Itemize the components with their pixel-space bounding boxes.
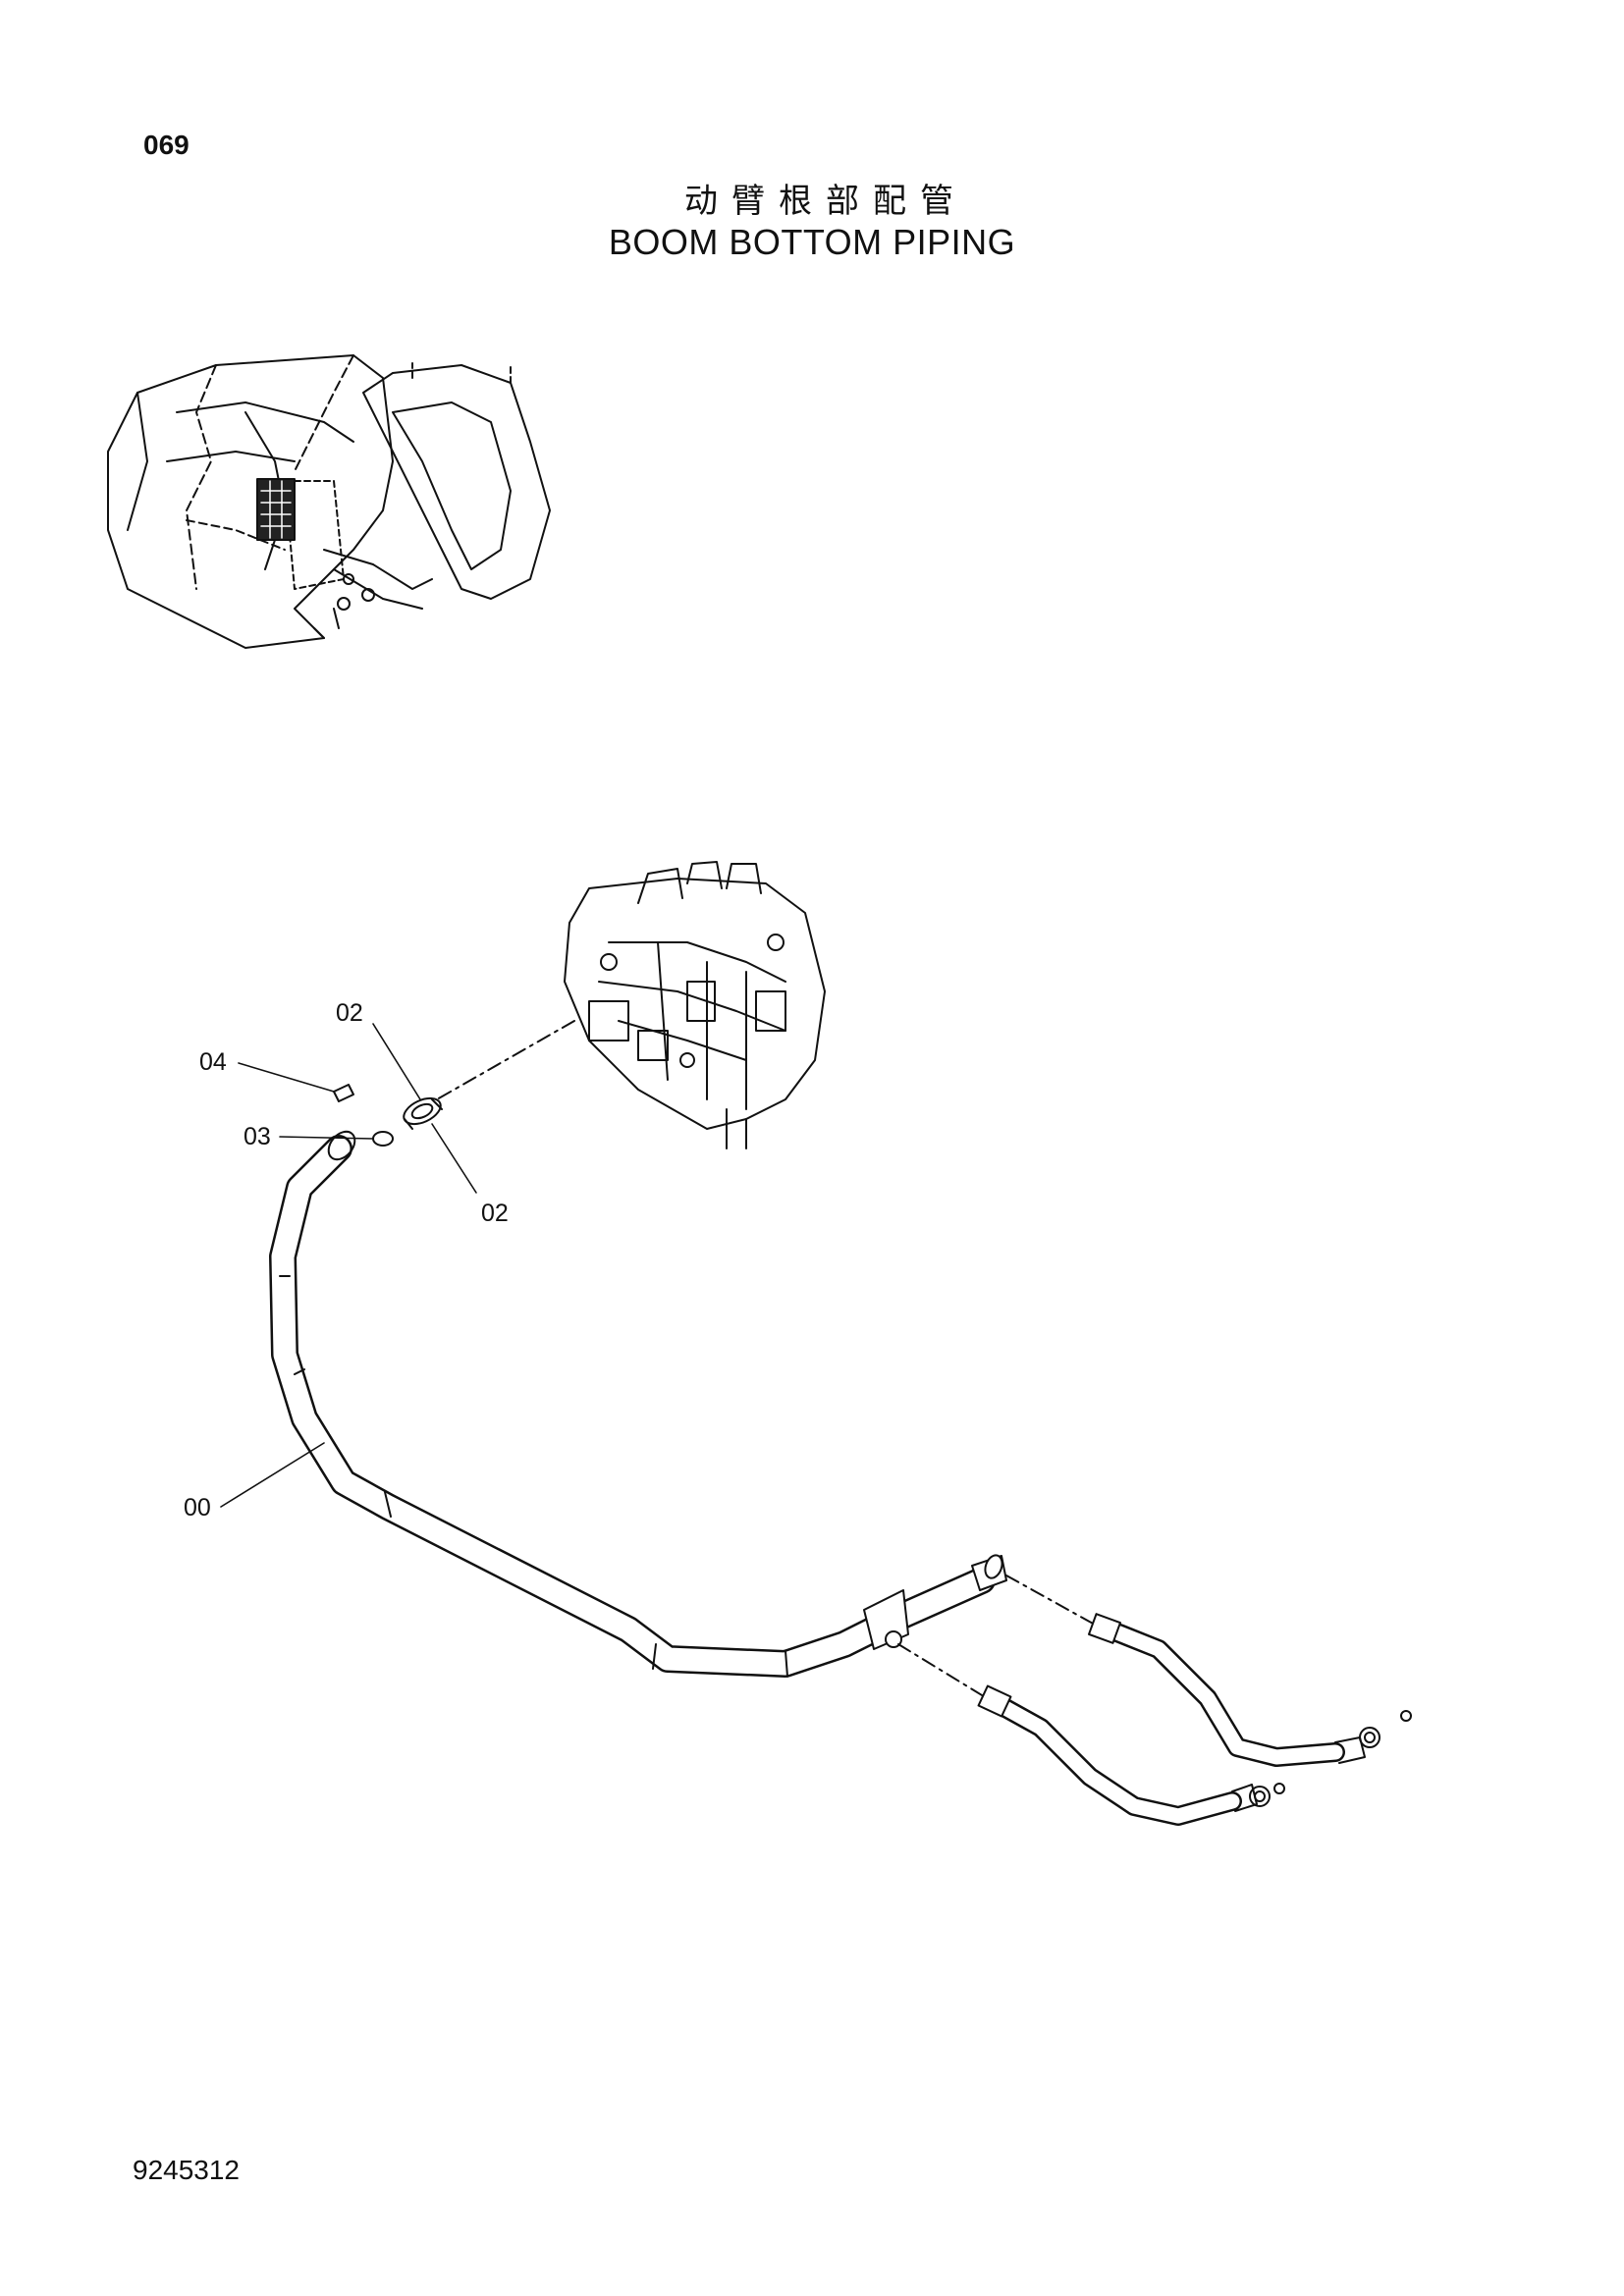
page-number: 069 — [143, 130, 189, 160]
callout-02-top: 02 — [336, 999, 363, 1027]
title-chinese: 动臂根部配管 — [684, 182, 967, 221]
hose-upper — [1088, 1613, 1412, 1767]
title-english: BOOM BOTTOM PIPING — [608, 222, 1016, 262]
main-tube — [269, 1130, 1007, 1678]
split-flange — [403, 1096, 443, 1130]
callout-03: 03 — [244, 1123, 271, 1150]
hose-lower — [977, 1684, 1285, 1826]
callout-00: 00 — [184, 1494, 211, 1522]
leader-lines — [220, 1023, 477, 1508]
centerline-hose-lower — [897, 1643, 988, 1699]
centerline-valve — [436, 1020, 575, 1100]
machine-overview — [107, 354, 551, 649]
document-number: 9245312 — [133, 2155, 241, 2185]
callout-04: 04 — [199, 1048, 227, 1076]
centerline-hose-upper — [1005, 1575, 1096, 1626]
callout-02-bottom: 02 — [481, 1200, 509, 1227]
bolt — [333, 1084, 354, 1102]
o-ring — [372, 1131, 394, 1147]
control-valve — [564, 861, 826, 1149]
